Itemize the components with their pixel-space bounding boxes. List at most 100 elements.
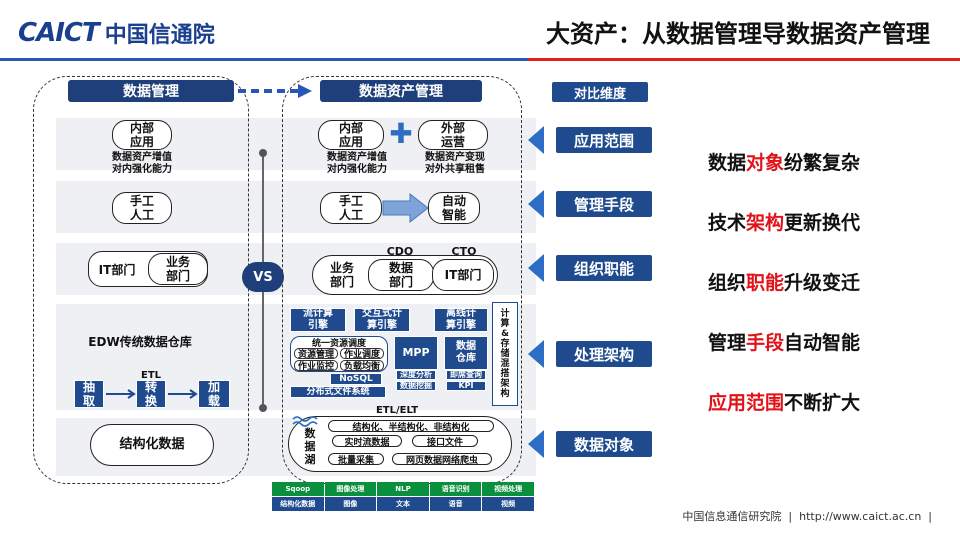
summary-2-pre: 技术 (708, 212, 747, 234)
divider-dot-top (259, 149, 267, 157)
summary-2-highlight: 架构 (746, 212, 785, 234)
type-video: 视频 (482, 497, 534, 511)
type-structured: 结构化数据 (272, 497, 324, 511)
tech-sqoop: Sqoop (272, 482, 324, 496)
deep-analysis-tag: 深度分析 (396, 370, 436, 380)
divider-dot-bottom (259, 404, 267, 412)
resource-scheduling-box (290, 336, 388, 372)
logo-latin: CAICT (18, 18, 100, 48)
mpp-box: MPP (394, 336, 438, 370)
footer: 中国信息通信研究院 | http://www.caict.ac.cn | (682, 510, 932, 523)
left-manual: 手工 人工 (112, 192, 172, 224)
left-internal-app: 内部 应用 (112, 120, 172, 150)
left-edw: EDW传统数据仓库 (88, 334, 192, 349)
summary-2-post: 更新换代 (784, 212, 861, 234)
dim-management-method: 管理手段 (556, 191, 652, 217)
resource-mgmt-tag: 资源管理 (294, 348, 338, 360)
unified-scheduling-label: 统一资源调度 (311, 339, 366, 349)
extract-box: 抽 取 (74, 380, 104, 408)
batch-collect-tag: 批量采集 (328, 453, 384, 466)
dim-processing-architecture: 处理架构 (556, 341, 652, 367)
summary-4-pre: 管理 (708, 332, 747, 354)
right-external-ops: 外部 运营 (418, 120, 488, 150)
left-it-dept: IT部门 (98, 262, 136, 277)
type-image: 图像 (324, 497, 377, 511)
summary-5-highlight: 应用范围 (708, 392, 785, 414)
compute-storage-hybrid: 计 算 & 存 储 混 搭 架 构 (492, 302, 518, 406)
page-title: 大资产：从数据管理导数据资产管理 (546, 20, 930, 48)
cdo-label: CDO (386, 244, 414, 258)
left-etl-label: ETL (140, 369, 162, 381)
dimensions-header: 对比维度 (552, 82, 648, 102)
type-speech: 语音 (429, 497, 482, 511)
job-scheduling-tag: 作业调度 (340, 348, 384, 360)
data-management-header: 数据管理 (68, 80, 234, 102)
web-crawler-tag: 网页数据网络爬虫 (392, 453, 492, 466)
type-text: 文本 (377, 497, 429, 511)
tech-video-processing: 视频处理 (482, 482, 534, 496)
dim-arrow-icon (528, 430, 544, 458)
tech-row-types: 结构化数据 图像 文本 语音 视频 (272, 497, 534, 511)
realtime-query-tag: 即席查询 (446, 370, 486, 380)
dim-arrow-icon (528, 126, 544, 154)
caict-logo: CAICT 中国信通院 (18, 16, 258, 50)
right-external-sub: 数据资产变现 对外共享租售 (425, 152, 485, 175)
tech-row-tools: Sqoop 图像处理 NLP 语音识别 视频处理 (272, 482, 534, 496)
summary-4-highlight: 手段 (746, 332, 785, 354)
summary-1-highlight: 对象 (746, 152, 785, 174)
dim-arrow-icon (528, 254, 544, 282)
summary-line-5: 应用范围不断扩大 (708, 388, 860, 415)
data-mining-tag: 数据挖掘 (396, 381, 436, 391)
dim-org-function: 组织职能 (556, 255, 652, 281)
summary-3-pre: 组织 (708, 272, 747, 294)
upgrade-arrow-icon (382, 193, 429, 223)
left-business-dept: 业务 部门 (148, 253, 208, 285)
dim-arrow-icon (528, 190, 544, 218)
stream-engine: 流计算 引擎 (290, 308, 346, 332)
realtime-stream-tag: 实时流数据 (332, 435, 402, 448)
wave-icon (292, 416, 318, 427)
plus-icon: ✚ (389, 116, 413, 150)
data-warehouse-box: 数据 仓库 (444, 336, 488, 370)
tech-image-processing: 图像处理 (324, 482, 377, 496)
load-box: 加 载 (198, 380, 230, 408)
tech-speech: 语音识别 (429, 482, 482, 496)
etl-arrows (106, 389, 198, 399)
dim-application-scope: 应用范围 (556, 127, 652, 153)
logo-cn: 中国信通院 (104, 23, 215, 48)
vs-badge: VS (242, 262, 284, 292)
right-manual: 手工 人工 (320, 192, 382, 224)
right-internal-app: 内部 应用 (318, 120, 384, 150)
dim-arrow-icon (528, 340, 544, 368)
right-auto: 自动 智能 (428, 192, 480, 224)
summary-5-post: 不断扩大 (784, 392, 861, 414)
cto-label: CTO (451, 244, 477, 258)
right-data-dept: 数据 部门 (368, 259, 434, 291)
title-divider (0, 58, 960, 61)
transform-box: 转 换 (136, 380, 166, 408)
nosql-box: NoSQL (330, 373, 382, 385)
summary-4-post: 自动智能 (784, 332, 861, 354)
summary-line-3: 组织职能升级变迁 (708, 268, 860, 295)
summary-3-highlight: 职能 (746, 272, 785, 294)
left-structured-data: 结构化数据 (90, 424, 214, 466)
data-asset-management-header: 数据资产管理 (320, 80, 482, 102)
tech-nlp: NLP (377, 482, 429, 496)
left-internal-sub: 数据资产增值 对内强化能力 (112, 152, 172, 175)
dim-data-object: 数据对象 (556, 431, 652, 457)
right-business-dept: 业务 部门 (329, 261, 354, 289)
dfs-box: 分布式文件系统 (290, 386, 386, 398)
interactive-engine: 交互式计 算引擎 (354, 308, 410, 332)
offline-engine: 离线计 算引擎 (434, 308, 488, 332)
summary-1-pre: 数据 (708, 152, 747, 174)
summary-line-1: 数据对象纷繁复杂 (708, 148, 860, 175)
summary-1-post: 纷繁复杂 (784, 152, 861, 174)
load-balance-tag: 负载均衡 (340, 360, 384, 372)
summary-line-2: 技术架构更新换代 (708, 208, 860, 235)
summary-line-4: 管理手段自动智能 (708, 328, 860, 355)
summary-3-post: 升级变迁 (784, 272, 861, 294)
api-file-tag: 接口文件 (412, 435, 478, 448)
data-lake-label: 数 据 湖 (304, 426, 316, 466)
etl-elt-label: ETL/ELT (375, 404, 419, 416)
kpi-tag: KPI (446, 381, 486, 391)
